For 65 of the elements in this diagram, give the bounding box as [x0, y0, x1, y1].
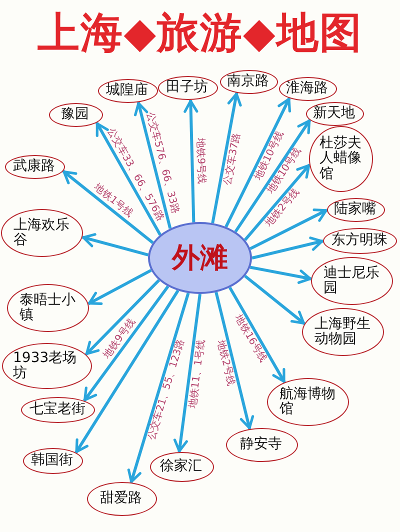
- place-name: 杜莎夫人蜡像馆: [320, 136, 362, 182]
- route-label: 地铁11、1号线: [188, 339, 207, 409]
- place-ellipse: [23, 448, 83, 474]
- place-name: 豫园: [61, 107, 90, 123]
- place-ellipse: [21, 397, 95, 423]
- route-label: 地铁2号线: [214, 338, 236, 386]
- arrow: [184, 100, 198, 222]
- arrow: [244, 274, 306, 325]
- place-name: 甜爱路: [100, 491, 143, 507]
- arrow: [95, 122, 162, 236]
- arrow: [74, 290, 180, 454]
- place-name: 陆家嘴: [334, 202, 377, 218]
- arrow: [82, 286, 170, 402]
- place-ellipse: [49, 103, 103, 127]
- arrow: [228, 286, 286, 384]
- arrow: [211, 92, 242, 224]
- arrow: [234, 119, 312, 233]
- place-ellipse: [5, 155, 65, 179]
- arrow: [244, 164, 311, 241]
- place-name: 航海博物馆: [280, 386, 336, 418]
- place-name: 迪士尼乐园: [324, 266, 380, 296]
- place-ellipse: [158, 76, 218, 100]
- place-name: 上海野生动物园: [314, 316, 372, 348]
- place-ellipse: [302, 308, 384, 356]
- arrow: [224, 98, 291, 228]
- arrow: [62, 170, 154, 244]
- arrow: [134, 102, 172, 229]
- arrow: [82, 233, 149, 256]
- place-name: 泰晤士小镇: [20, 292, 76, 324]
- route-label: 公交车21、55、123路: [147, 338, 188, 442]
- hub-name: 外滩: [172, 244, 228, 272]
- place-name: 上海欢乐谷: [14, 218, 70, 248]
- place-name: 武康路: [13, 159, 56, 175]
- route-label: 地铁9号线: [194, 138, 206, 184]
- arrow: [252, 236, 324, 260]
- hub-ellipse: [148, 222, 252, 294]
- route-label: 地铁16号线: [232, 314, 268, 364]
- place-name: 田子坊: [166, 80, 209, 96]
- place-ellipse: [327, 198, 385, 222]
- arrow: [250, 208, 328, 250]
- place-name: 新天地: [313, 106, 356, 122]
- arrow: [88, 268, 152, 306]
- place-ellipse: [98, 79, 158, 103]
- place-ellipse: [279, 77, 337, 101]
- place-name: 南京路: [227, 74, 270, 90]
- arrow: [84, 279, 160, 356]
- arrow: [127, 292, 190, 484]
- place-name: 韩国街: [31, 453, 74, 469]
- arrow: [173, 294, 202, 452]
- place-name: 城隍庙: [106, 83, 149, 99]
- place-name: 淮海路: [286, 81, 329, 97]
- route-label: 地铁1号线: [92, 182, 134, 220]
- place-name: 1933老场坊: [13, 350, 78, 382]
- place-ellipse: [220, 70, 278, 94]
- arrow: [250, 266, 312, 284]
- place-name: 静安寺: [240, 437, 283, 453]
- map-title: 上海◆旅游◆地图: [38, 10, 362, 56]
- place-ellipse: [2, 343, 92, 389]
- place-ellipse: [306, 102, 364, 126]
- route-label: 地铁9号线: [102, 317, 138, 361]
- place-name: 东方明珠: [332, 233, 388, 249]
- route-label: 公交车37路: [222, 132, 242, 186]
- place-name: 七宝老街: [30, 402, 86, 418]
- arrow: [214, 292, 254, 430]
- place-name: 徐家汇: [160, 459, 203, 475]
